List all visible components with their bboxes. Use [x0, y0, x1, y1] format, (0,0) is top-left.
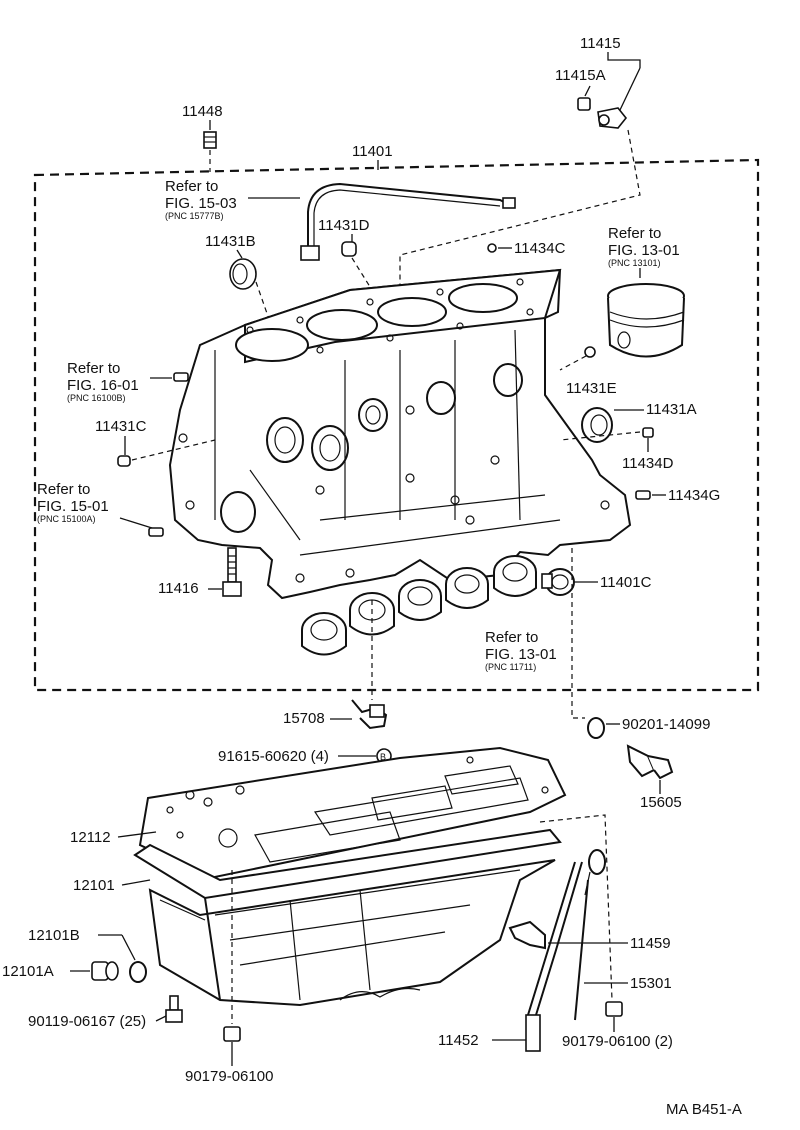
label-11415A: 11415A	[555, 67, 606, 84]
label-12101: 12101	[73, 877, 115, 894]
svg-text:Refer to: Refer to	[37, 481, 90, 498]
ref-fig-13-01-piston: Refer to FIG. 13-01 (PNC 13101)	[608, 225, 680, 268]
seal-11431A	[581, 407, 613, 443]
label-90179-06100: 90179-06100	[185, 1068, 273, 1085]
block-assembly-boundary	[33, 158, 760, 692]
baffle-plate-12112	[138, 746, 567, 880]
svg-text:Refer to: Refer to	[165, 178, 218, 195]
label-12112: 12112	[70, 829, 111, 846]
ref-fig-13-01-bearings: Refer to FIG. 13-01 (PNC 11711)	[485, 629, 557, 672]
ref-fig-16-01: Refer to FIG. 16-01 (PNC 16100B)	[67, 360, 139, 403]
svg-text:FIG. 15-01: FIG. 15-01	[37, 498, 109, 515]
bearing	[301, 612, 347, 656]
label-90201-14099: 90201-14099	[622, 716, 710, 733]
bearing	[398, 579, 442, 621]
label-11415: 11415	[580, 35, 621, 52]
label-11452: 11452	[438, 1032, 479, 1049]
svg-text:Refer to: Refer to	[608, 225, 661, 242]
svg-text:Refer to: Refer to	[67, 360, 120, 377]
pin-11434D	[642, 427, 654, 438]
piston	[607, 283, 685, 358]
svg-text:B: B	[380, 752, 386, 762]
pin-fig-16-01	[173, 372, 189, 382]
dipstick-guide-11452	[525, 861, 583, 1052]
drain-plug-15605	[626, 744, 674, 780]
nut-90179	[223, 1026, 241, 1042]
main-bearings	[301, 555, 537, 656]
cap-11415A	[577, 97, 591, 111]
bolt-11416	[222, 547, 242, 597]
label-15708: 15708	[283, 710, 325, 727]
label-90179-06100-2: 90179-06100 (2)	[562, 1033, 673, 1050]
svg-text:(PNC 15100A): (PNC 15100A)	[37, 514, 96, 524]
drain-plug-12101A	[91, 961, 119, 981]
plug-11431C	[117, 455, 131, 467]
label-11401: 11401	[352, 143, 393, 160]
nut-90179-x2	[605, 1001, 623, 1017]
plug-11431D	[341, 241, 357, 257]
label-15301: 15301	[630, 975, 672, 992]
svg-text:Refer to: Refer to	[485, 629, 538, 646]
plug-11431E	[584, 346, 596, 358]
pin-11434C	[487, 243, 497, 253]
label-15605: 15605	[640, 794, 682, 811]
ref-fig-15-03: Refer to FIG. 15-03 (PNC 15777B)	[165, 178, 237, 221]
svg-text:(PNC 15777B): (PNC 15777B)	[165, 211, 224, 221]
bracket-11459	[508, 920, 546, 950]
washer-12101B	[129, 961, 147, 983]
ref-fig-15-01: Refer to FIG. 15-01 (PNC 15100A)	[37, 481, 109, 524]
label-11434D: 11434D	[622, 455, 674, 472]
label-12101A: 12101A	[2, 963, 54, 980]
label-11434G: 11434G	[668, 487, 720, 504]
diagram-code: MA B451-A	[666, 1101, 742, 1118]
plug-11431B	[229, 258, 257, 290]
svg-text:(PNC 16100B): (PNC 16100B)	[67, 393, 126, 403]
fitting-11415	[597, 107, 628, 129]
svg-text:FIG. 16-01: FIG. 16-01	[67, 377, 139, 394]
label-11401C: 11401C	[600, 574, 652, 591]
svg-text:(PNC 13101): (PNC 13101)	[608, 258, 661, 268]
cap-11401C	[541, 568, 575, 596]
label-11431D: 11431D	[318, 217, 370, 234]
label-11416: 11416	[158, 580, 199, 597]
bearing	[445, 567, 489, 609]
bolt-90119	[165, 995, 183, 1023]
pin-11434G	[635, 490, 651, 500]
washer-90201	[587, 717, 605, 739]
pin-fig-15-01	[148, 527, 164, 537]
label-11431B: 11431B	[205, 233, 256, 250]
label-91615-60620: 91615-60620 (4)	[218, 748, 329, 765]
label-90119-06167: 90119-06167 (25)	[28, 1013, 146, 1030]
label-11431E: 11431E	[566, 380, 617, 397]
strainer-15708	[351, 699, 388, 730]
dipstick-15301	[574, 849, 606, 1021]
bearing	[493, 555, 537, 597]
label-12101B: 12101B	[28, 927, 80, 944]
plug-11448	[203, 131, 217, 149]
svg-text:FIG. 13-01: FIG. 13-01	[608, 242, 680, 259]
label-11431A: 11431A	[646, 401, 697, 418]
label-11434C: 11434C	[514, 240, 566, 257]
svg-text:FIG. 13-01: FIG. 13-01	[485, 646, 557, 663]
svg-text:FIG. 15-03: FIG. 15-03	[165, 195, 237, 212]
label-11431C: 11431C	[95, 418, 147, 435]
label-11459: 11459	[630, 935, 671, 952]
oil-pan-12101	[133, 828, 562, 1007]
oil-pipe	[300, 182, 516, 261]
label-11448: 11448	[182, 103, 223, 120]
cylinder-block	[168, 268, 632, 600]
svg-text:(PNC 11711): (PNC 11711)	[485, 662, 536, 672]
